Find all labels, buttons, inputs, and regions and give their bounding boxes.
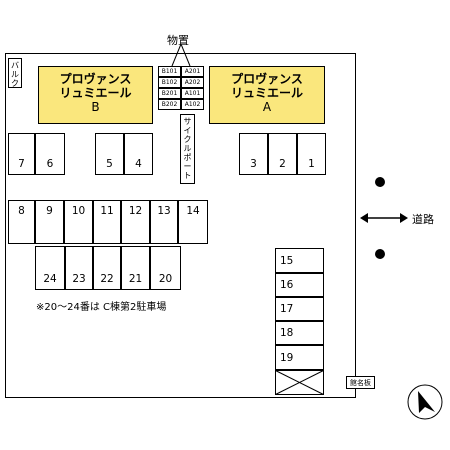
unused-space-cross xyxy=(275,370,324,395)
building-a: プロヴァンス リュミエール A xyxy=(209,66,325,124)
parking-stall-2: 2 xyxy=(268,133,297,175)
storage-cell: A202 xyxy=(181,77,204,88)
storage-grid: B101 A201 B102 A202 B201 A101 B202 A102 xyxy=(158,66,204,110)
storage-cell: A101 xyxy=(181,88,204,99)
storage-cell: B202 xyxy=(158,99,181,110)
building-b: プロヴァンス リュミエール B xyxy=(38,66,153,124)
building-a-letter: A xyxy=(262,100,272,114)
storage-cell: A102 xyxy=(181,99,204,110)
road-double-arrow-icon xyxy=(360,213,408,223)
entrance-markers xyxy=(375,177,385,259)
parking-stall-1: 1 xyxy=(297,133,326,175)
storage-cell: A201 xyxy=(181,66,204,77)
parking-stall-18: 18 xyxy=(275,321,324,345)
parking-stall-4: 4 xyxy=(124,133,153,175)
parking-lot-boundary xyxy=(5,53,356,398)
parking-stall-8: 8 xyxy=(8,200,35,244)
building-b-name-line2: リュミエール xyxy=(59,86,132,100)
storage-cell: B101 xyxy=(158,66,181,77)
road-label: 道路 xyxy=(412,213,434,226)
parking-stall-3: 3 xyxy=(239,133,268,175)
parking-stall-16: 16 xyxy=(275,273,324,297)
storage-label: 物置 xyxy=(167,34,189,47)
parking-stall-24: 24 xyxy=(35,246,65,290)
building-a-name-line2: リュミエール xyxy=(230,86,303,100)
parking-stall-7: 7 xyxy=(8,133,35,175)
building-a-name-line1: プロヴァンス xyxy=(231,72,303,86)
bicycle-port: サイクルポート xyxy=(180,114,195,184)
north-compass-icon xyxy=(407,384,443,420)
parking-stall-14: 14 xyxy=(178,200,208,244)
balcony-label: バルク xyxy=(8,58,22,88)
building-b-letter: B xyxy=(91,100,100,114)
parking-stall-22: 22 xyxy=(93,246,121,290)
parking-stall-10: 10 xyxy=(64,200,93,244)
building-b-name-line1: プロヴァンス xyxy=(59,72,132,86)
parking-stall-21: 21 xyxy=(121,246,150,290)
parking-stall-11: 11 xyxy=(93,200,121,244)
parking-stall-23: 23 xyxy=(65,246,93,290)
storage-pointer xyxy=(171,44,191,67)
parking-stall-15: 15 xyxy=(275,248,324,273)
parking-note: ※20〜24番は C棟第2駐車場 xyxy=(36,302,167,313)
parking-stall-19: 19 xyxy=(275,345,324,370)
storage-cell: B201 xyxy=(158,88,181,99)
storage-cell: B102 xyxy=(158,77,181,88)
parking-stall-5: 5 xyxy=(95,133,124,175)
parking-stall-9: 9 xyxy=(35,200,64,244)
parking-stall-20: 20 xyxy=(150,246,181,290)
parking-stall-6: 6 xyxy=(35,133,65,175)
parking-stall-17: 17 xyxy=(275,297,324,321)
parking-stall-12: 12 xyxy=(121,200,150,244)
parking-stall-13: 13 xyxy=(150,200,178,244)
name-sign-board: 館名板 xyxy=(346,376,375,389)
